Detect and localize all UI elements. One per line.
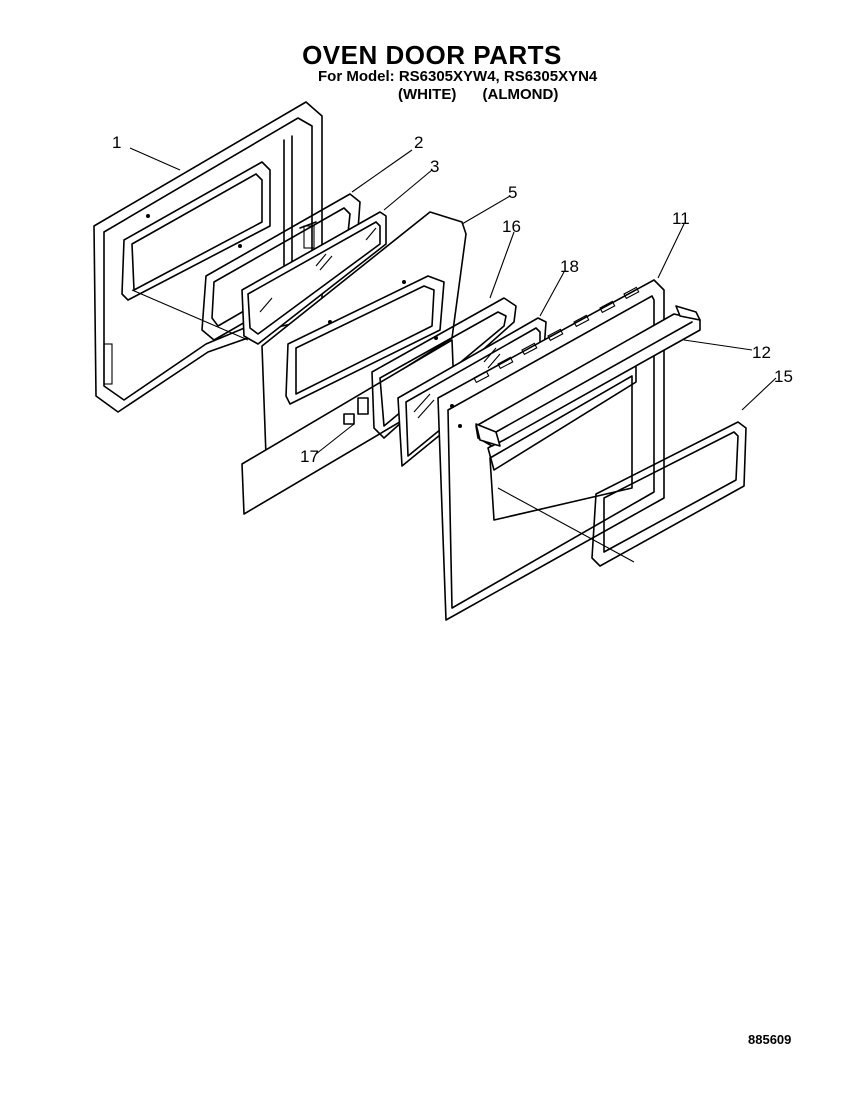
callout-1: 1 [112,133,121,152]
part-door-liner [241,211,467,515]
callout-17: 17 [300,447,319,466]
model-line: For Model: RS6305XYW4, RS6305XYN4 [318,68,598,85]
part-outer-frame [437,279,665,621]
figure-number: 885609 [748,1032,792,1047]
callout-12: 12 [752,343,771,362]
callout-11: 11 [672,209,690,228]
part-inner-glass [241,211,387,345]
callout-15: 15 [774,367,793,386]
part-window-gasket [591,421,747,567]
color-variants: (WHITE) (ALMOND) [398,86,580,103]
page-title: OVEN DOOR PARTS [302,40,562,70]
vent-slots [473,286,640,384]
callout-16: 16 [502,217,521,236]
callout-2: 2 [414,133,423,152]
part-inner-gasket [371,297,517,439]
part-handle [475,305,701,447]
callout-leaders [129,147,777,455]
part-bracket [343,397,369,425]
callout-3: 3 [430,157,439,176]
variant-almond: (ALMOND) [482,86,559,103]
variant-white: (WHITE) [398,86,457,103]
callout-18: 18 [560,257,579,276]
callout-5: 5 [508,183,517,202]
assembly-leader-lines [131,289,635,563]
